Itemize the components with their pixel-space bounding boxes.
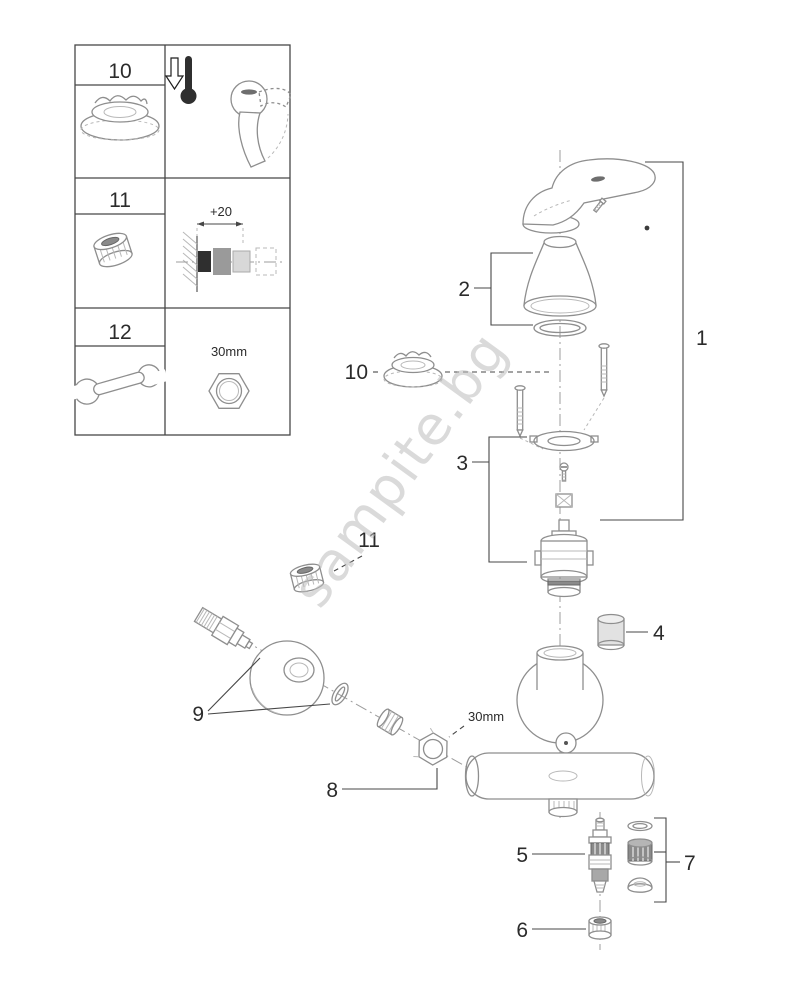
fixing-screw-right [583,343,610,431]
callout-9-label: 9 [192,703,204,726]
callout-3: 3 [456,436,527,563]
bush-part-icon [93,232,133,268]
fixing-screw-left [514,385,544,450]
escutcheon-part [249,640,325,716]
cap-nut-part [588,916,612,940]
callout-10: 10 [345,361,552,384]
nut-size-callout: 30mm [448,709,504,738]
wrench-icon [68,364,169,405]
o-ring-part [533,319,587,337]
callout-7: 7 [654,817,696,903]
legend-row-12-number: 12 [108,321,131,344]
callout-4-label: 4 [653,622,665,645]
diverter-cartridge-part [588,817,612,893]
nut-30mm-icon: 30mm [208,344,250,409]
small-screw-part [559,462,569,482]
washer-part [627,820,653,832]
callout-6-label: 6 [516,919,528,942]
dimension-label: +20 [210,204,232,219]
handle-screw-part [592,197,607,214]
small-nut-part [555,493,573,508]
legend-nut-size-label: 30mm [211,344,247,359]
faucet-body-part [464,645,655,818]
aerator-cap-part [627,877,653,893]
thermometer-icon [164,56,197,104]
wall-mount-dimension-drawing: +20 [176,204,286,292]
callout-4: 4 [626,622,665,645]
cap-part-icon [80,95,160,141]
dome-cap-part [523,235,597,317]
callout-1-label: 1 [696,327,708,350]
callout-1: 1 [600,161,708,521]
callout-5-label: 5 [516,844,528,867]
callout-11: 11 [333,529,380,572]
callout-8: 8 [326,768,438,802]
wall-union-fitting-part [193,606,254,650]
cartridge-assembly-part [534,519,594,598]
cap-part [383,351,443,388]
legend-table: 10 11 12 [68,44,292,436]
callout-7-label: 7 [684,852,696,875]
callout-11-label: 11 [358,529,380,552]
exploded-assembly: 2 1 10 [192,150,708,950]
callout-8-label: 8 [326,779,338,802]
legend-row-11-number: 11 [109,189,131,212]
aerator-insert-part [627,838,653,866]
callout-5: 5 [516,844,585,867]
callout-9: 9 [192,657,331,726]
adapter-part [376,708,404,736]
handle-motion-illustration [230,80,292,168]
handle-pin-part [644,225,650,231]
callout-10-label: 10 [345,361,368,384]
legend-row-10-number: 10 [108,60,131,83]
plug-part [597,613,625,651]
callout-3-label: 3 [456,452,468,475]
nut-size-label: 30mm [468,709,504,724]
callout-2-label: 2 [458,278,470,301]
callout-2: 2 [458,252,533,326]
union-nut-part [413,727,448,766]
mounting-ring-part [529,430,599,452]
escutcheon-o-ring-part [331,682,349,706]
lever-handle-part [522,158,656,234]
callout-6: 6 [516,919,586,942]
bush-part [289,563,325,593]
